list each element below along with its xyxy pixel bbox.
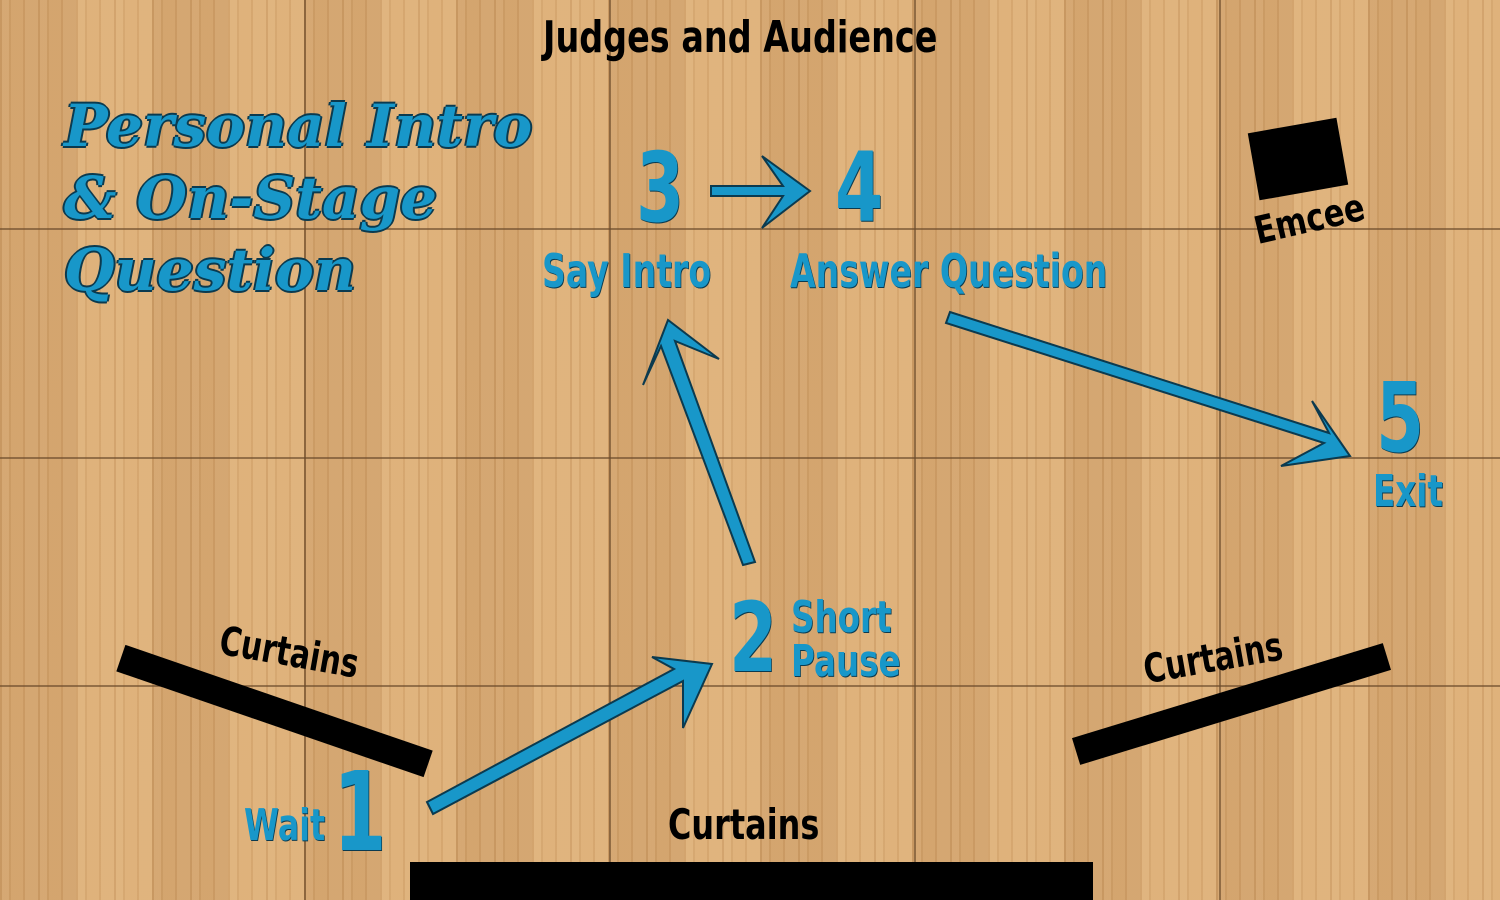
judges-label: Judges and Audience [543, 12, 938, 63]
page-title-line-3: Question [64, 236, 356, 304]
step-1-label: Wait [244, 800, 326, 851]
step-5-number: 5 [1376, 362, 1425, 474]
curtains-bottom-label: Curtains [668, 800, 820, 849]
arrow-step4-to-step5 [944, 310, 1352, 467]
step-3-number: 3 [636, 132, 685, 244]
page-title-line-2: & On-Stage [64, 164, 438, 232]
step-4-label: Answer Question [790, 244, 1108, 298]
arrow-step1-to-step2 [425, 656, 714, 816]
step-3-label: Say Intro [542, 244, 712, 298]
arrow-step2-to-step3 [642, 318, 757, 567]
step-1-number: 1 [333, 748, 387, 876]
step-2-label-line-1: Short [791, 592, 892, 643]
step-5-label: Exit [1373, 466, 1443, 517]
step-4-number: 4 [835, 132, 884, 244]
page-title-line-1: Personal Intro [64, 92, 533, 160]
curtains-bottom-bar [410, 862, 1093, 900]
step-2-label-line-2: Pause [791, 636, 901, 687]
arrow-step3-to-step4 [710, 155, 812, 229]
step-2-number: 2 [729, 582, 778, 694]
